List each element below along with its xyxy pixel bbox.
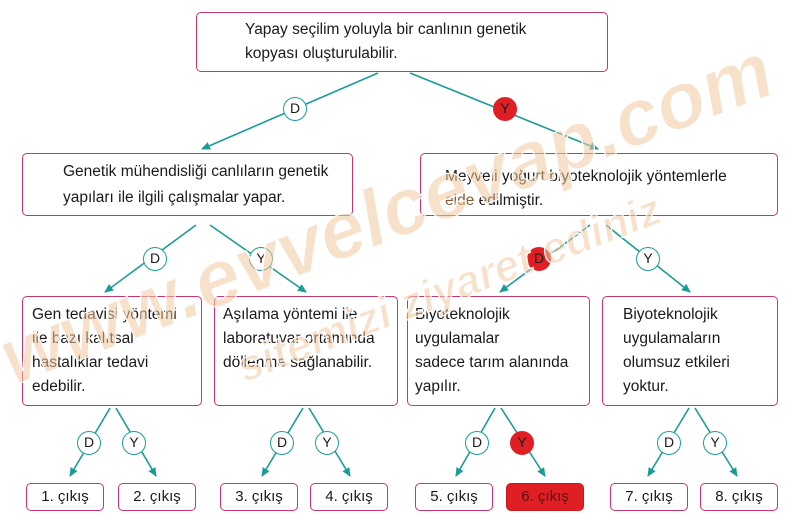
right-mid-line-2: elde edilmiştir. — [445, 189, 543, 213]
label-d-root: D — [283, 97, 307, 121]
label-y-leftmid: Y — [249, 247, 273, 271]
leaf4-line-2: uygulamaların — [623, 330, 721, 347]
exit-6-selected: 6. çıkış — [506, 483, 584, 511]
label-y-leaf2: Y — [315, 431, 339, 455]
label-d-leftmid: D — [143, 247, 167, 271]
leaf1-line-3: hastalıklar tedavi — [32, 354, 149, 371]
exit-7: 7. çıkış — [610, 483, 688, 511]
exit-8: 8. çıkış — [700, 483, 778, 511]
exit-2: 2. çıkış — [118, 483, 196, 511]
leaf3-line-3: sadece tarım alanında — [415, 354, 569, 371]
right-mid-rest: edilmiştir. — [474, 192, 544, 209]
label-d-leaf2: D — [270, 431, 294, 455]
right-mid-line-1: Meyveli yoğurt biyoteknolojik yöntemlerl… — [445, 168, 727, 185]
label-d-leaf3: D — [465, 431, 489, 455]
exit-3: 3. çıkış — [220, 483, 298, 511]
leaf1-line-4: edebilir. — [32, 378, 86, 395]
leaf3-line-4: yapılır. — [415, 378, 461, 395]
label-y-leaf4: Y — [703, 431, 727, 455]
label-d-leaf1: D — [77, 431, 101, 455]
exit-5: 5. çıkış — [415, 483, 493, 511]
root-statement-box: Yapay seçilim yoluyla bir canlının genet… — [196, 12, 608, 72]
gene-therapy-box: Gen tedavisi yöntemi ile bazı kalıtsal h… — [22, 296, 202, 406]
label-d-leaf4: D — [657, 431, 681, 455]
no-negative-effects-box: Biyoteknolojik uygulamaların olumsuz etk… — [602, 296, 778, 406]
leaf2-line-1: Aşılama yöntemi ile — [223, 306, 358, 323]
fruit-yogurt-box: Meyveli yoğurt biyoteknolojik yöntemlerl… — [420, 153, 778, 216]
leaf1-line-1: Gen tedavisi yöntemi — [32, 306, 177, 323]
label-d-rightmid-selected: D — [527, 247, 551, 271]
leaf2-line-3: döllenme sağlanabilir. — [223, 354, 373, 371]
root-line-1: Yapay seçilim yoluyla bir canlının genet… — [245, 21, 527, 38]
leaf1-line-2: ile bazı kalıtsal — [32, 330, 134, 347]
leaf4-line-3: olumsuz etkileri — [623, 354, 730, 371]
label-y-root-selected: Y — [493, 97, 517, 121]
left-mid-line-2: yapıları ile ilgili çalışmalar yapar. — [63, 189, 286, 206]
vaccination-box: Aşılama yöntemi ile laboratuvar ortamınd… — [214, 296, 398, 406]
leaf3-line-1: Biyoteknolojik — [415, 306, 510, 323]
label-y-leaf3-selected: Y — [510, 431, 534, 455]
right-mid-highlight: elde — [445, 192, 475, 209]
exit-1: 1. çıkış — [26, 483, 104, 511]
leaf4-line-1: Biyoteknolojik — [623, 306, 718, 323]
left-mid-line-1: Genetik mühendisliği canlıların genetik — [63, 163, 329, 180]
leaf3-line-2: uygulamalar — [415, 330, 500, 347]
leaf4-line-4: yoktur. — [623, 378, 669, 395]
label-y-rightmid: Y — [636, 247, 660, 271]
exit-4: 4. çıkış — [310, 483, 388, 511]
genetic-engineering-box: Genetik mühendisliği canlıların genetik … — [22, 153, 353, 216]
label-y-leaf1: Y — [122, 431, 146, 455]
leaf2-line-2: laboratuvar ortamında — [223, 330, 375, 347]
root-line-2: kopyası oluşturulabilir. — [245, 45, 398, 62]
agriculture-only-box: Biyoteknolojik uygulamalar sadece tarım … — [407, 296, 590, 406]
